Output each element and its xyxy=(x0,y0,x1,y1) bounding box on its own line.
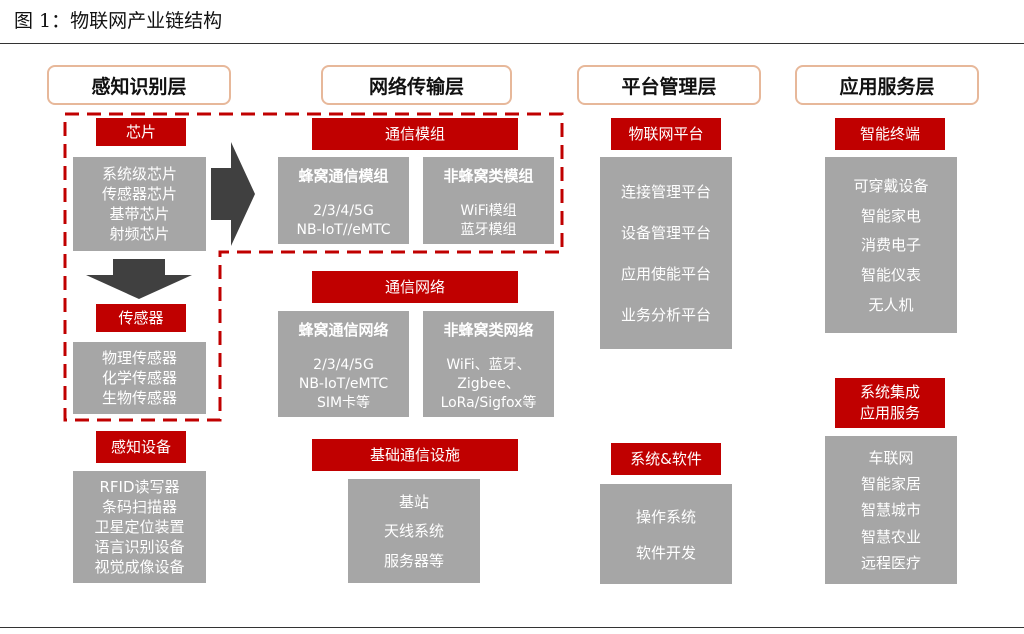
list-item: 天线系统 xyxy=(383,522,444,541)
noncellular-network-box: 非蜂窝类网络 WiFi、蓝牙、 Zigbee、 LoRa/Sigfox等 xyxy=(423,311,554,417)
list-item: 2/3/4/5G xyxy=(313,203,374,219)
device-title: 感知设备 xyxy=(96,431,186,463)
layer-header-platform: 平台管理层 xyxy=(577,65,761,105)
list-item: SIM卡等 xyxy=(316,395,371,411)
list-item: 语言识别设备 xyxy=(94,538,185,556)
cellular-module-box: 蜂窝通信模组 2/3/4/5G NB-IoT//eMTC xyxy=(278,157,409,244)
list-item: 化学传感器 xyxy=(101,369,177,387)
list-item: 智慧农业 xyxy=(860,527,921,546)
cellular-module-title: 蜂窝通信模组 xyxy=(298,167,389,185)
list-item: 条码扫描器 xyxy=(101,498,177,516)
list-item: 设备管理平台 xyxy=(620,224,711,242)
system-integration-list: 车联网 智能家居 智慧城市 智慧农业 远程医疗 xyxy=(825,436,957,584)
system-integration-title: 系统集成 应用服务 xyxy=(835,378,945,428)
list-item: 2/3/4/5G xyxy=(313,357,374,373)
top-rule xyxy=(0,43,1024,44)
layer-header-sensing: 感知识别层 xyxy=(47,65,231,105)
list-item: 连接管理平台 xyxy=(620,183,711,201)
list-item: NB-IoT//eMTC xyxy=(296,222,391,238)
iot-platform-list: 连接管理平台 设备管理平台 应用使能平台 业务分析平台 xyxy=(600,157,732,349)
chip-title: 芯片 xyxy=(96,118,186,146)
noncellular-network-title: 非蜂窝类网络 xyxy=(443,321,534,339)
list-item: 视觉成像设备 xyxy=(94,558,185,576)
list-item: WiFi模组 xyxy=(460,203,517,219)
chip-list: 系统级芯片 传感器芯片 基带芯片 射频芯片 xyxy=(73,157,206,251)
list-item: 智慧城市 xyxy=(860,501,921,520)
iot-platform-title: 物联网平台 xyxy=(611,118,721,150)
list-item: 可穿戴设备 xyxy=(853,177,929,196)
list-item: 生物传感器 xyxy=(101,389,177,407)
network-title: 通信网络 xyxy=(312,271,518,303)
system-software-list: 操作系统 软件开发 xyxy=(600,484,732,584)
list-item: 消费电子 xyxy=(860,236,921,255)
layer-header-transport: 网络传输层 xyxy=(321,65,512,105)
list-item: 远程医疗 xyxy=(860,554,921,573)
list-item: Zigbee、 xyxy=(457,376,520,392)
list-item: 服务器等 xyxy=(383,551,444,570)
list-item: 无人机 xyxy=(868,295,914,314)
list-item: RFID读写器 xyxy=(99,478,180,496)
list-item: 智能家居 xyxy=(860,475,921,494)
device-list: RFID读写器 条码扫描器 卫星定位装置 语言识别设备 视觉成像设备 xyxy=(73,471,206,583)
list-item: 智能家电 xyxy=(860,206,921,225)
list-item: 系统级芯片 xyxy=(101,165,177,183)
down-arrow-icon xyxy=(86,259,192,299)
list-item: WiFi、蓝牙、 xyxy=(446,357,531,373)
infra-list: 基站 天线系统 服务器等 xyxy=(348,479,480,583)
list-item: NB-IoT/eMTC xyxy=(298,376,389,392)
layer-header-application: 应用服务层 xyxy=(795,65,979,105)
list-item: 基站 xyxy=(398,493,429,512)
list-item: 基带芯片 xyxy=(109,205,170,223)
cellular-network-title: 蜂窝通信网络 xyxy=(298,321,389,339)
cellular-network-box: 蜂窝通信网络 2/3/4/5G NB-IoT/eMTC SIM卡等 xyxy=(278,311,409,417)
smart-terminal-list: 可穿戴设备 智能家电 消费电子 智能仪表 无人机 xyxy=(825,157,957,333)
system-software-title: 系统&软件 xyxy=(611,443,721,475)
right-arrow-icon xyxy=(211,142,255,246)
list-item: 射频芯片 xyxy=(109,225,170,243)
noncellular-module-box: 非蜂窝类模组 WiFi模组 蓝牙模组 xyxy=(423,157,554,244)
module-title: 通信模组 xyxy=(312,118,518,150)
noncellular-module-title: 非蜂窝类模组 xyxy=(443,167,534,185)
sensor-list: 物理传感器 化学传感器 生物传感器 xyxy=(73,342,206,414)
figure-caption: 图 1：物联网产业链结构 xyxy=(14,10,223,32)
list-item: 传感器芯片 xyxy=(101,185,177,203)
list-item: 物理传感器 xyxy=(101,349,177,367)
list-item: 软件开发 xyxy=(635,543,696,562)
list-item: 车联网 xyxy=(868,448,914,467)
smart-terminal-title: 智能终端 xyxy=(835,118,945,150)
list-item: 智能仪表 xyxy=(860,266,921,285)
sensor-title: 传感器 xyxy=(96,304,186,332)
list-item: LoRa/Sigfox等 xyxy=(440,395,537,411)
list-item: 蓝牙模组 xyxy=(460,222,517,238)
list-item: 业务分析平台 xyxy=(620,306,711,324)
infra-title: 基础通信设施 xyxy=(312,439,518,471)
list-item: 卫星定位装置 xyxy=(94,518,185,536)
bottom-rule xyxy=(0,627,1024,628)
list-item: 操作系统 xyxy=(635,507,696,526)
list-item: 应用使能平台 xyxy=(620,265,711,283)
